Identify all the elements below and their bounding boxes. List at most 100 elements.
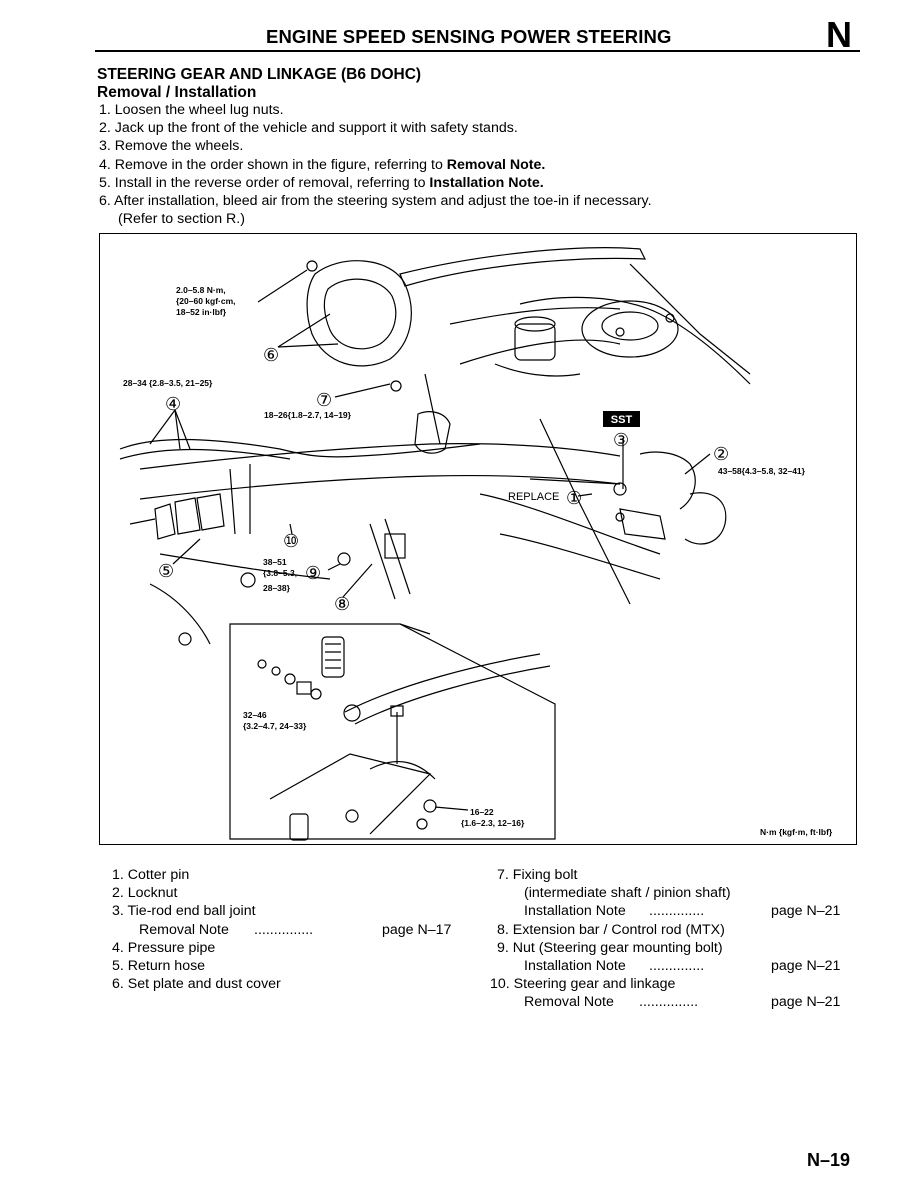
inset-pointer <box>399 623 431 635</box>
rack-upper-edge <box>139 443 621 470</box>
return-hose <box>119 448 291 460</box>
strut-mount-inner <box>601 311 659 341</box>
page-header-title: ENGINE SPEED SENSING POWER STEERING <box>266 26 672 47</box>
torque-label: 16–22 <box>470 807 494 817</box>
hydraulic-pipe <box>279 443 481 458</box>
chassis-line <box>629 263 751 375</box>
parts-list-right: 7. Fixing bolt (intermediate shaft / pin… <box>490 866 840 1012</box>
callout-7: ⑦ <box>316 390 332 410</box>
callout-2: ② <box>713 444 729 464</box>
list-item: 10. Steering gear and linkage <box>490 975 725 993</box>
list-item: 3. Tie-rod end ball joint <box>112 902 281 920</box>
section-subtitle: Removal / Installation <box>97 84 257 101</box>
list-item: 8. Extension bar / Control rod (MTX) <box>497 921 725 939</box>
strut-stud <box>615 327 625 337</box>
cotter-pin <box>615 512 625 522</box>
mounting-nut <box>240 572 256 588</box>
strut-stud <box>665 313 675 323</box>
units-label: N·m {kgf·m, ft·lbf} <box>760 827 833 837</box>
inset-bracket <box>369 760 436 780</box>
dust-cover <box>306 260 412 367</box>
parts-list-left: 1. Cotter pin 2. Locknut 3. Tie-rod end … <box>112 866 451 993</box>
note-label: Installation Note <box>524 957 626 974</box>
lower-arm <box>479 493 661 555</box>
page-reference: page N–21 <box>771 903 841 920</box>
list-item: 6. Set plate and dust cover <box>112 975 281 993</box>
inset-rod-end <box>343 704 361 722</box>
left-tie-rod <box>129 518 156 525</box>
control-rod <box>384 518 411 595</box>
mounting-nut <box>337 552 351 566</box>
rack-lower-edge <box>139 474 621 500</box>
inset-bracket-outline <box>269 753 432 835</box>
step-3: 3. Remove the wheels. <box>99 138 244 155</box>
torque-label: 32–46 <box>243 710 267 720</box>
leader-line <box>172 538 201 565</box>
strut-mount <box>581 300 679 358</box>
callout-4: ④ <box>165 394 181 414</box>
set-plate-bolt <box>306 260 318 272</box>
leader-line <box>434 806 469 811</box>
inset-bushing <box>321 636 345 678</box>
lower-arm <box>499 533 661 580</box>
callout-8: ⑧ <box>334 594 350 614</box>
note-label: Installation Note <box>524 903 626 920</box>
list-item-text: 5. Return hose <box>112 957 206 974</box>
fixing-bolt <box>390 380 402 392</box>
leader-line <box>577 493 593 497</box>
list-item-text: 7. Fixing bolt <box>497 867 578 883</box>
inset-washer <box>284 673 296 685</box>
right-boot <box>619 508 666 540</box>
list-item: 1. Cotter pin <box>112 866 281 884</box>
step-5: 5. Install in the reverse order of remov… <box>99 174 652 192</box>
inset-nut <box>257 659 267 669</box>
fluid-reservoir <box>514 323 556 361</box>
leader-line <box>342 563 373 598</box>
inset-lower-nut <box>345 809 359 823</box>
step-4-removal-note: Removal Note. <box>446 156 546 173</box>
inset-nut <box>310 688 322 700</box>
step-1: 1. Loosen the wheel lug nuts. <box>99 102 284 118</box>
inset-rod <box>354 665 551 725</box>
inset-rod <box>344 653 541 713</box>
list-item: 7. Fixing bolt <box>497 866 725 884</box>
callout-5: ⑤ <box>158 561 174 581</box>
inset-nut-right <box>423 799 437 813</box>
crossmember-outline <box>399 247 646 287</box>
leader-line <box>277 313 331 348</box>
list-item-text: 3. Tie-rod end ball joint <box>112 903 256 920</box>
torque-label: 38–51 <box>263 557 287 567</box>
list-item: Removal Note ............... page N–21 <box>497 993 840 1011</box>
hub-outline <box>684 492 727 545</box>
list-item-text: 6. Set plate and dust cover <box>112 976 281 993</box>
list-item: 9. Nut (Steering gear mounting bolt) <box>497 939 725 957</box>
leader-dots: ............... <box>639 994 699 1011</box>
leader-line <box>327 563 341 571</box>
torque-label: {1.6–2.3, 12–16} <box>461 818 525 828</box>
list-item-text: 9. Nut (Steering gear mounting bolt) <box>497 939 723 956</box>
reservoir-hose <box>494 363 581 377</box>
section-letter: N <box>826 14 852 55</box>
list-item: Installation Note .............. page N–… <box>497 957 840 975</box>
torque-label: 43–58{4.3–5.8, 32–41} <box>718 466 806 476</box>
replace-label: REPLACE <box>508 491 559 503</box>
inset-spacer <box>296 681 312 695</box>
leader-dots: ............... <box>254 921 314 938</box>
note-label: Removal Note <box>139 921 229 938</box>
torque-label: {3.2–4.7, 24–33} <box>243 721 307 731</box>
list-item-text: 10. Steering gear and linkage <box>490 976 676 993</box>
leader-line <box>174 409 181 450</box>
exploded-view-figure: SST 2.0–5.8 N·m, {20–60 kgf·cm, 18–52 in… <box>99 233 857 845</box>
leader-line <box>539 418 631 605</box>
chassis-line <box>459 339 621 365</box>
subframe-line <box>149 583 211 645</box>
list-item: 5. Return hose <box>112 957 281 975</box>
note-label: Removal Note <box>524 994 614 1011</box>
torque-label: {20–60 kgf·cm, <box>176 296 236 306</box>
list-item-text: 8. Extension bar / Control rod (MTX) <box>497 921 725 938</box>
list-item-text: 1. Cotter pin <box>112 867 190 883</box>
bushing-ribs <box>325 643 341 669</box>
callout-1: ① <box>566 488 582 508</box>
leader-dots: .............. <box>649 903 705 920</box>
leader-line <box>289 523 293 535</box>
